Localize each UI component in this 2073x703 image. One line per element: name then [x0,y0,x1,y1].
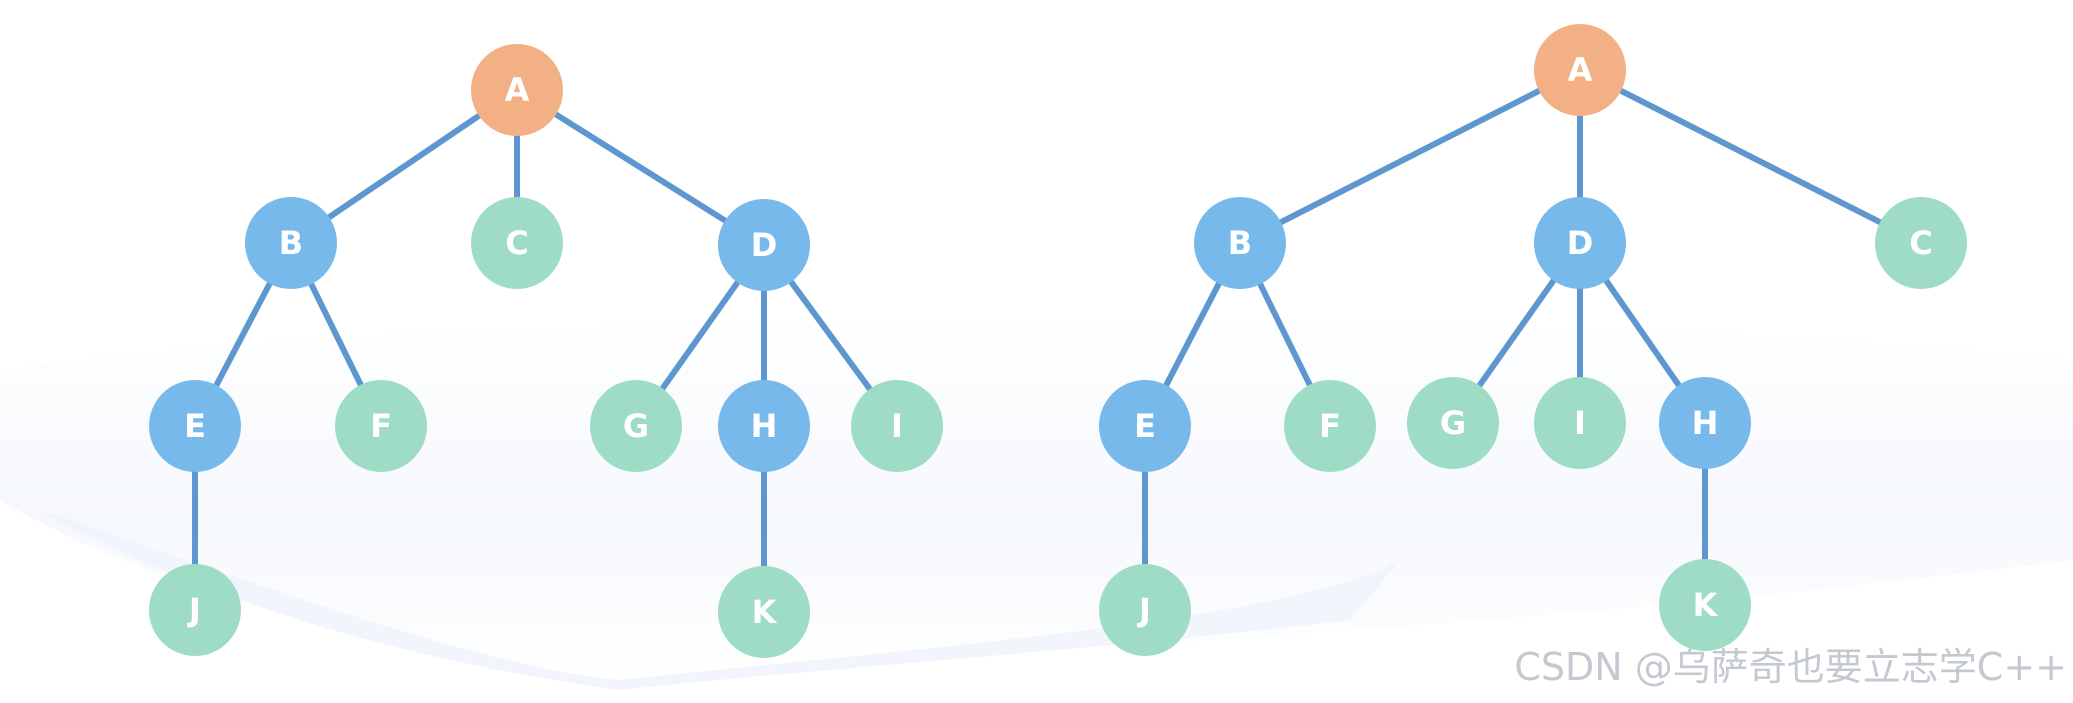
tree-right: A B D C E F G I H J K [1099,24,1967,656]
edge-right-b-f [1256,279,1314,390]
tree-left-edges [192,110,874,571]
node-label: H [1692,404,1719,442]
node-right-e: E [1099,380,1191,472]
node-right-j: J [1099,564,1191,656]
node-circle [245,197,337,289]
node-left-c: C [471,197,563,289]
node-right-h: H [1659,377,1751,469]
node-left-d: D [718,199,810,291]
node-label: B [279,224,303,262]
node-label: E [1134,407,1156,445]
node-left-f: F [335,380,427,472]
node-right-d: D [1534,197,1626,289]
edge-left-d-g [658,277,742,394]
edge-right-a-c [1616,86,1885,227]
node-label: C [1909,224,1932,262]
node-left-h: H [718,380,810,472]
node-right-a: A [1534,24,1626,116]
tree-left: A B C D E F G H I J K [149,44,943,658]
node-circle [471,197,563,289]
node-circle [1534,24,1626,116]
node-circle [1407,377,1499,469]
node-circle [335,380,427,472]
node-circle [149,380,241,472]
node-circle [149,564,241,656]
node-label: D [1567,224,1594,262]
node-label: A [1568,51,1593,89]
node-label: F [1319,407,1341,445]
node-label: A [505,71,530,109]
node-left-g: G [590,380,682,472]
node-left-e: E [149,380,241,472]
node-right-k: K [1659,559,1751,651]
node-left-b: B [245,197,337,289]
edge-left-a-b [324,111,484,222]
node-label: K [1693,586,1719,624]
node-right-f: F [1284,380,1376,472]
node-circle [851,380,943,472]
edge-right-d-h [1602,276,1683,390]
node-label: J [1137,591,1151,629]
node-right-g: G [1407,377,1499,469]
node-circle [1875,197,1967,289]
node-circle [1534,377,1626,469]
watermark-text: CSDN @乌萨奇也要立志学C++ [1514,645,2067,689]
node-label: E [184,407,206,445]
node-label: I [1574,404,1586,442]
node-left-a: A [471,44,563,136]
edge-left-d-i [787,277,874,394]
node-circle [1284,380,1376,472]
node-circle [718,199,810,291]
node-circle [1099,380,1191,472]
edge-right-d-g [1475,275,1558,391]
node-right-c: C [1875,197,1967,289]
node-label: D [751,226,778,264]
edge-right-b-e [1162,279,1223,390]
node-circle [1194,197,1286,289]
node-circle [718,566,810,658]
node-label: G [623,407,649,445]
node-label: G [1440,404,1466,442]
node-label: I [891,407,903,445]
node-left-k: K [718,566,810,658]
edge-left-a-d [551,110,730,225]
node-left-j: J [149,564,241,656]
node-left-i: I [851,380,943,472]
tree-right-edges [1142,86,1885,569]
tree-right-nodes: A B D C E F G I H J K [1099,24,1967,656]
node-right-b: B [1194,197,1286,289]
node-label: J [187,591,201,629]
tree-left-nodes: A B C D E F G H I J K [149,44,943,658]
node-label: H [751,407,778,445]
node-circle [1099,564,1191,656]
node-label: F [370,407,392,445]
edge-left-b-f [307,279,365,390]
node-circle [471,44,563,136]
node-circle [590,380,682,472]
node-circle [1659,377,1751,469]
node-circle [718,380,810,472]
node-label: K [752,593,778,631]
node-circle [1534,197,1626,289]
node-label: C [505,224,528,262]
node-right-i: I [1534,377,1626,469]
node-label: B [1228,224,1252,262]
edge-right-a-b [1276,86,1544,227]
node-circle [1659,559,1751,651]
edge-left-b-e [212,278,274,391]
